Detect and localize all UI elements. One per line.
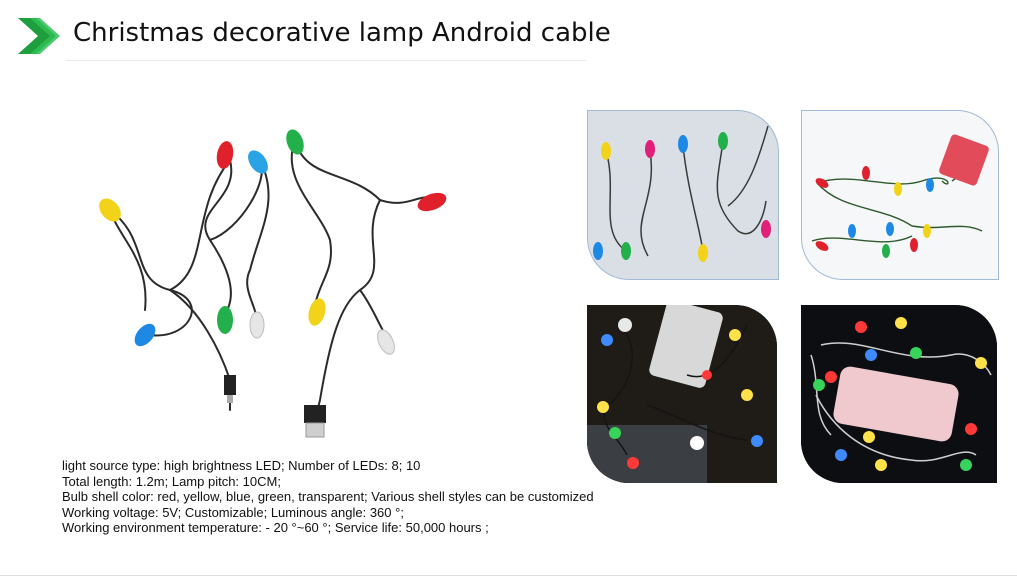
photo-3-illustration [587, 305, 777, 483]
footer-divider [0, 575, 1017, 576]
bulb-red [417, 192, 447, 212]
spec-line: light source type: high brightness LED; … [62, 458, 421, 473]
bulb-blue [134, 323, 156, 347]
photo-4-illustration [801, 305, 997, 483]
bulb-green [217, 306, 233, 334]
header [16, 14, 60, 58]
bulb-yellow [308, 298, 326, 326]
photo-glowing-cable-laptop [587, 305, 777, 483]
header-divider [66, 60, 586, 61]
spec-line: Total length: 1.2m; Lamp pitch: 10CM; [62, 473, 281, 489]
photo-cables-on-table [587, 110, 779, 280]
spec-list: light source type: high brightness LED; … [62, 458, 682, 536]
photo-cable-with-phone [801, 110, 999, 280]
micro-usb-plug [224, 375, 236, 403]
bulb-clear [377, 329, 395, 355]
bulb-yellow [99, 198, 121, 222]
bulb-green [286, 129, 304, 155]
photo-2-illustration [811, 134, 989, 258]
bulb-blue [248, 150, 268, 174]
spec-line: Working environment temperature: - 20 °~… [62, 520, 489, 535]
spec-line: Working voltage: 5V; Customizable; Lumin… [62, 504, 404, 520]
chevron-logo-icon [18, 18, 60, 54]
spec-line: Bulb shell color: red, yellow, blue, gre… [62, 489, 594, 504]
photo-1-illustration [593, 125, 771, 262]
usb-a-plug [304, 405, 326, 438]
page-title: Christmas decorative lamp Android cable [73, 18, 611, 48]
bulb-clear [249, 311, 265, 339]
bulb-red [216, 141, 234, 169]
product-cable-illustration [99, 129, 447, 438]
photo-glowing-cable-phone [801, 305, 997, 483]
